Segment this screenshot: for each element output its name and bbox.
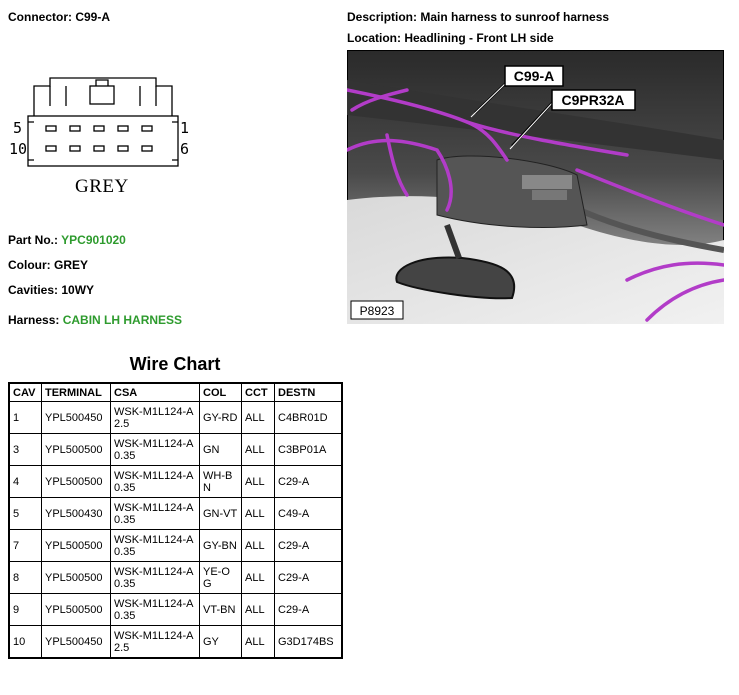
harness-line: Harness: CABIN LH HARNESS [8, 313, 182, 327]
cell-terminal: YPL500500 [41, 529, 111, 562]
table-row: 8 YPL500500 WSK-M1L124-A 0.35 YE-OG ALL … [8, 561, 343, 594]
table-row: 3 YPL500500 WSK-M1L124-A 0.35 GN ALL C3B… [8, 433, 343, 466]
cell-terminal: YPL500500 [41, 561, 111, 594]
cell-col: GY-RD [199, 401, 242, 434]
cell-terminal: YPL500500 [41, 593, 111, 626]
cell-destn: C29-A [274, 593, 343, 626]
cell-cct: ALL [241, 433, 275, 466]
header-csa: CSA [110, 382, 200, 402]
header-cav: CAV [8, 382, 42, 402]
cell-cav: 5 [8, 497, 42, 530]
connector-face-diagram [27, 77, 179, 167]
cell-destn: C3BP01A [274, 433, 343, 466]
cell-col: GN [199, 433, 242, 466]
part-no-label: Part No.: [8, 233, 59, 247]
cell-col: GY [199, 625, 242, 659]
pin-number-6: 6 [180, 140, 190, 158]
cell-col: WH-BN [199, 465, 242, 498]
cell-terminal: YPL500450 [41, 625, 111, 659]
cell-destn: C29-A [274, 529, 343, 562]
header-terminal: TERMINAL [41, 382, 111, 402]
harness-label: Harness: [8, 313, 60, 327]
cell-csa: WSK-M1L124-A 0.35 [110, 593, 200, 626]
cell-csa: WSK-M1L124-A 0.35 [110, 497, 200, 530]
table-row: 5 YPL500430 WSK-M1L124-A 0.35 GN-VT ALL … [8, 497, 343, 530]
photo-ref-label: P8923 [360, 304, 395, 318]
table-row: 9 YPL500500 WSK-M1L124-A 0.35 VT-BN ALL … [8, 593, 343, 626]
pin-number-10: 10 [9, 140, 28, 158]
cell-cav: 7 [8, 529, 42, 562]
cell-cct: ALL [241, 593, 275, 626]
callout-c9pr32a: C9PR32A [561, 92, 624, 108]
cell-cct: ALL [241, 625, 275, 659]
pin-number-1: 1 [180, 119, 190, 137]
table-row: 7 YPL500500 WSK-M1L124-A 0.35 GY-BN ALL … [8, 529, 343, 562]
callout-c99a: C99-A [514, 68, 554, 84]
cell-col: VT-BN [199, 593, 242, 626]
cell-col: GN-VT [199, 497, 242, 530]
description-label: Description: Main harness to sunroof har… [347, 10, 610, 24]
cell-terminal: YPL500450 [41, 401, 111, 434]
cell-cav: 3 [8, 433, 42, 466]
cell-destn: C4BR01D [274, 401, 343, 434]
part-no-line: Part No.: YPC901020 [8, 233, 126, 247]
cell-col: GY-BN [199, 529, 242, 562]
cell-destn: C29-A [274, 561, 343, 594]
table-row: 1 YPL500450 WSK-M1L124-A 2.5 GY-RD ALL C… [8, 401, 343, 434]
harness-link[interactable]: CABIN LH HARNESS [62, 313, 183, 327]
cell-cav: 4 [8, 465, 42, 498]
cell-csa: WSK-M1L124-A 0.35 [110, 561, 200, 594]
cell-csa: WSK-M1L124-A 2.5 [110, 401, 200, 434]
pin-number-5: 5 [13, 119, 23, 137]
colour-line: Colour: GREY [8, 258, 88, 272]
part-no-link[interactable]: YPC901020 [61, 233, 126, 247]
cell-cct: ALL [241, 497, 275, 530]
cell-cct: ALL [241, 465, 275, 498]
cell-terminal: YPL500500 [41, 465, 111, 498]
table-header-row: CAV TERMINAL CSA COL CCT DESTN [8, 382, 343, 402]
wire-chart-title: Wire Chart [129, 354, 221, 374]
cell-cct: ALL [241, 529, 275, 562]
wire-chart-table: CAV TERMINAL CSA COL CCT DESTN 1 YPL5004… [8, 382, 343, 659]
cell-terminal: YPL500500 [41, 433, 111, 466]
cell-destn: C29-A [274, 465, 343, 498]
cell-cav: 10 [8, 625, 42, 659]
cell-cav: 1 [8, 401, 42, 434]
cell-terminal: YPL500430 [41, 497, 111, 530]
location-label: Location: Headlining - Front LH side [347, 31, 554, 45]
cell-col: YE-OG [199, 561, 242, 594]
cavities-line: Cavities: 10WY [8, 283, 95, 297]
cell-destn: C49-A [274, 497, 343, 530]
table-row: 10 YPL500450 WSK-M1L124-A 2.5 GY ALL G3D… [8, 625, 343, 659]
cell-cav: 9 [8, 593, 42, 626]
cell-csa: WSK-M1L124-A 0.35 [110, 433, 200, 466]
cell-cav: 8 [8, 561, 42, 594]
header-cct: CCT [241, 382, 275, 402]
location-photo: C99-A C9PR32A P8923 [347, 50, 724, 324]
cell-csa: WSK-M1L124-A 2.5 [110, 625, 200, 659]
cell-destn: G3D174BS [274, 625, 343, 659]
header-destn: DESTN [274, 382, 343, 402]
header-col: COL [199, 382, 242, 402]
cell-csa: WSK-M1L124-A 0.35 [110, 465, 200, 498]
connector-label: Connector: C99-A [8, 10, 111, 24]
table-row: 4 YPL500500 WSK-M1L124-A 0.35 WH-BN ALL … [8, 465, 343, 498]
cell-cct: ALL [241, 401, 275, 434]
cell-csa: WSK-M1L124-A 0.35 [110, 529, 200, 562]
cell-cct: ALL [241, 561, 275, 594]
connector-colour-text: GREY [75, 176, 129, 197]
